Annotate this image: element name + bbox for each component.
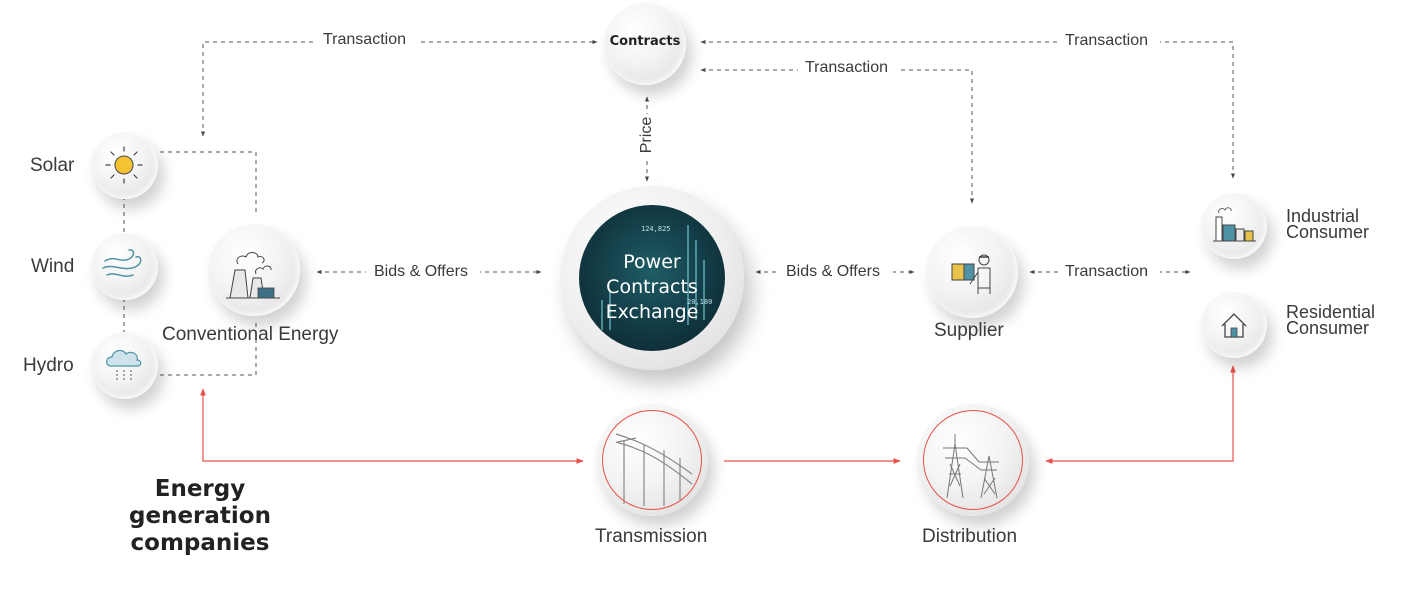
residential-node[interactable]	[1201, 292, 1267, 358]
transaction-left-line	[201, 40, 598, 137]
exchange-title: Power Contracts Exchange	[579, 250, 725, 325]
industrial-label-line1: Industrial	[1286, 206, 1360, 226]
transmission-lines-icon	[615, 433, 693, 506]
transaction-consumer-label: Transaction	[1065, 263, 1148, 280]
contracts-node[interactable]: Contracts	[604, 3, 686, 85]
power-plant-icon	[226, 252, 280, 299]
conventional-label: Conventional Energy	[162, 324, 339, 345]
rain-cloud-icon	[106, 349, 142, 382]
exchange-node[interactable]: 124,825 20,180 Power Contracts Exchange	[560, 186, 744, 370]
conventional-node[interactable]	[208, 224, 300, 316]
transmission-node[interactable]	[596, 404, 708, 516]
contracts-label: Contracts	[609, 34, 681, 49]
solar-node[interactable]	[91, 132, 158, 199]
distribution-node[interactable]	[917, 404, 1029, 516]
transaction-left-label: Transaction	[323, 31, 406, 48]
exchange-core: 124,825 20,180 Power Contracts Exchange	[579, 205, 725, 351]
generation-label-line2: generation	[129, 503, 271, 529]
transmission-label: Transmission	[595, 526, 708, 547]
price-label: Price	[638, 116, 655, 154]
wind-node[interactable]	[91, 233, 158, 300]
house-icon	[1221, 313, 1247, 338]
industrial-label-line2: Consumer	[1286, 222, 1370, 242]
exchange-ticker-2: 20,180	[687, 298, 713, 306]
supplier-label: Supplier	[934, 320, 1004, 341]
generation-label-line1: Energy	[154, 476, 246, 502]
renewables-bracket	[123, 151, 257, 376]
hydro-node[interactable]	[91, 332, 158, 399]
bids-right-label: Bids & Offers	[786, 263, 880, 280]
distribution-to-residential-line	[1045, 365, 1236, 464]
supplier-node[interactable]	[926, 226, 1018, 318]
generation-label-line3: companies	[130, 530, 270, 556]
wind-label: Wind	[31, 256, 75, 277]
wind-icon	[102, 249, 142, 277]
exchange-title-line3: Exchange	[605, 301, 699, 323]
distribution-label: Distribution	[922, 526, 1018, 547]
factory-icon	[1213, 207, 1256, 242]
generation-to-transmission-line	[200, 388, 584, 464]
sun-icon	[105, 146, 143, 184]
industrial-label: Industrial Consumer	[1286, 206, 1370, 242]
transaction-right-top-line	[700, 40, 1235, 179]
residential-label: Residential Consumer	[1286, 302, 1376, 338]
residential-label-line2: Consumer	[1286, 318, 1370, 338]
pylon-icon	[943, 434, 999, 499]
transaction-supplier-line	[700, 68, 974, 204]
exchange-title-line1: Power	[623, 251, 681, 273]
supplier-worker-icon	[951, 254, 991, 294]
generation-companies-label: Energy generation companies	[125, 476, 275, 557]
hydro-label: Hydro	[23, 355, 74, 376]
transaction-right-top-label: Transaction	[1065, 32, 1148, 49]
residential-label-line1: Residential	[1286, 302, 1376, 322]
industrial-node[interactable]	[1201, 193, 1267, 259]
exchange-title-line2: Contracts	[606, 276, 698, 298]
exchange-ticker-1: 124,825	[641, 225, 671, 233]
solar-label: Solar	[30, 155, 75, 176]
bids-left-label: Bids & Offers	[374, 263, 468, 280]
transaction-supplier-label: Transaction	[805, 59, 888, 76]
